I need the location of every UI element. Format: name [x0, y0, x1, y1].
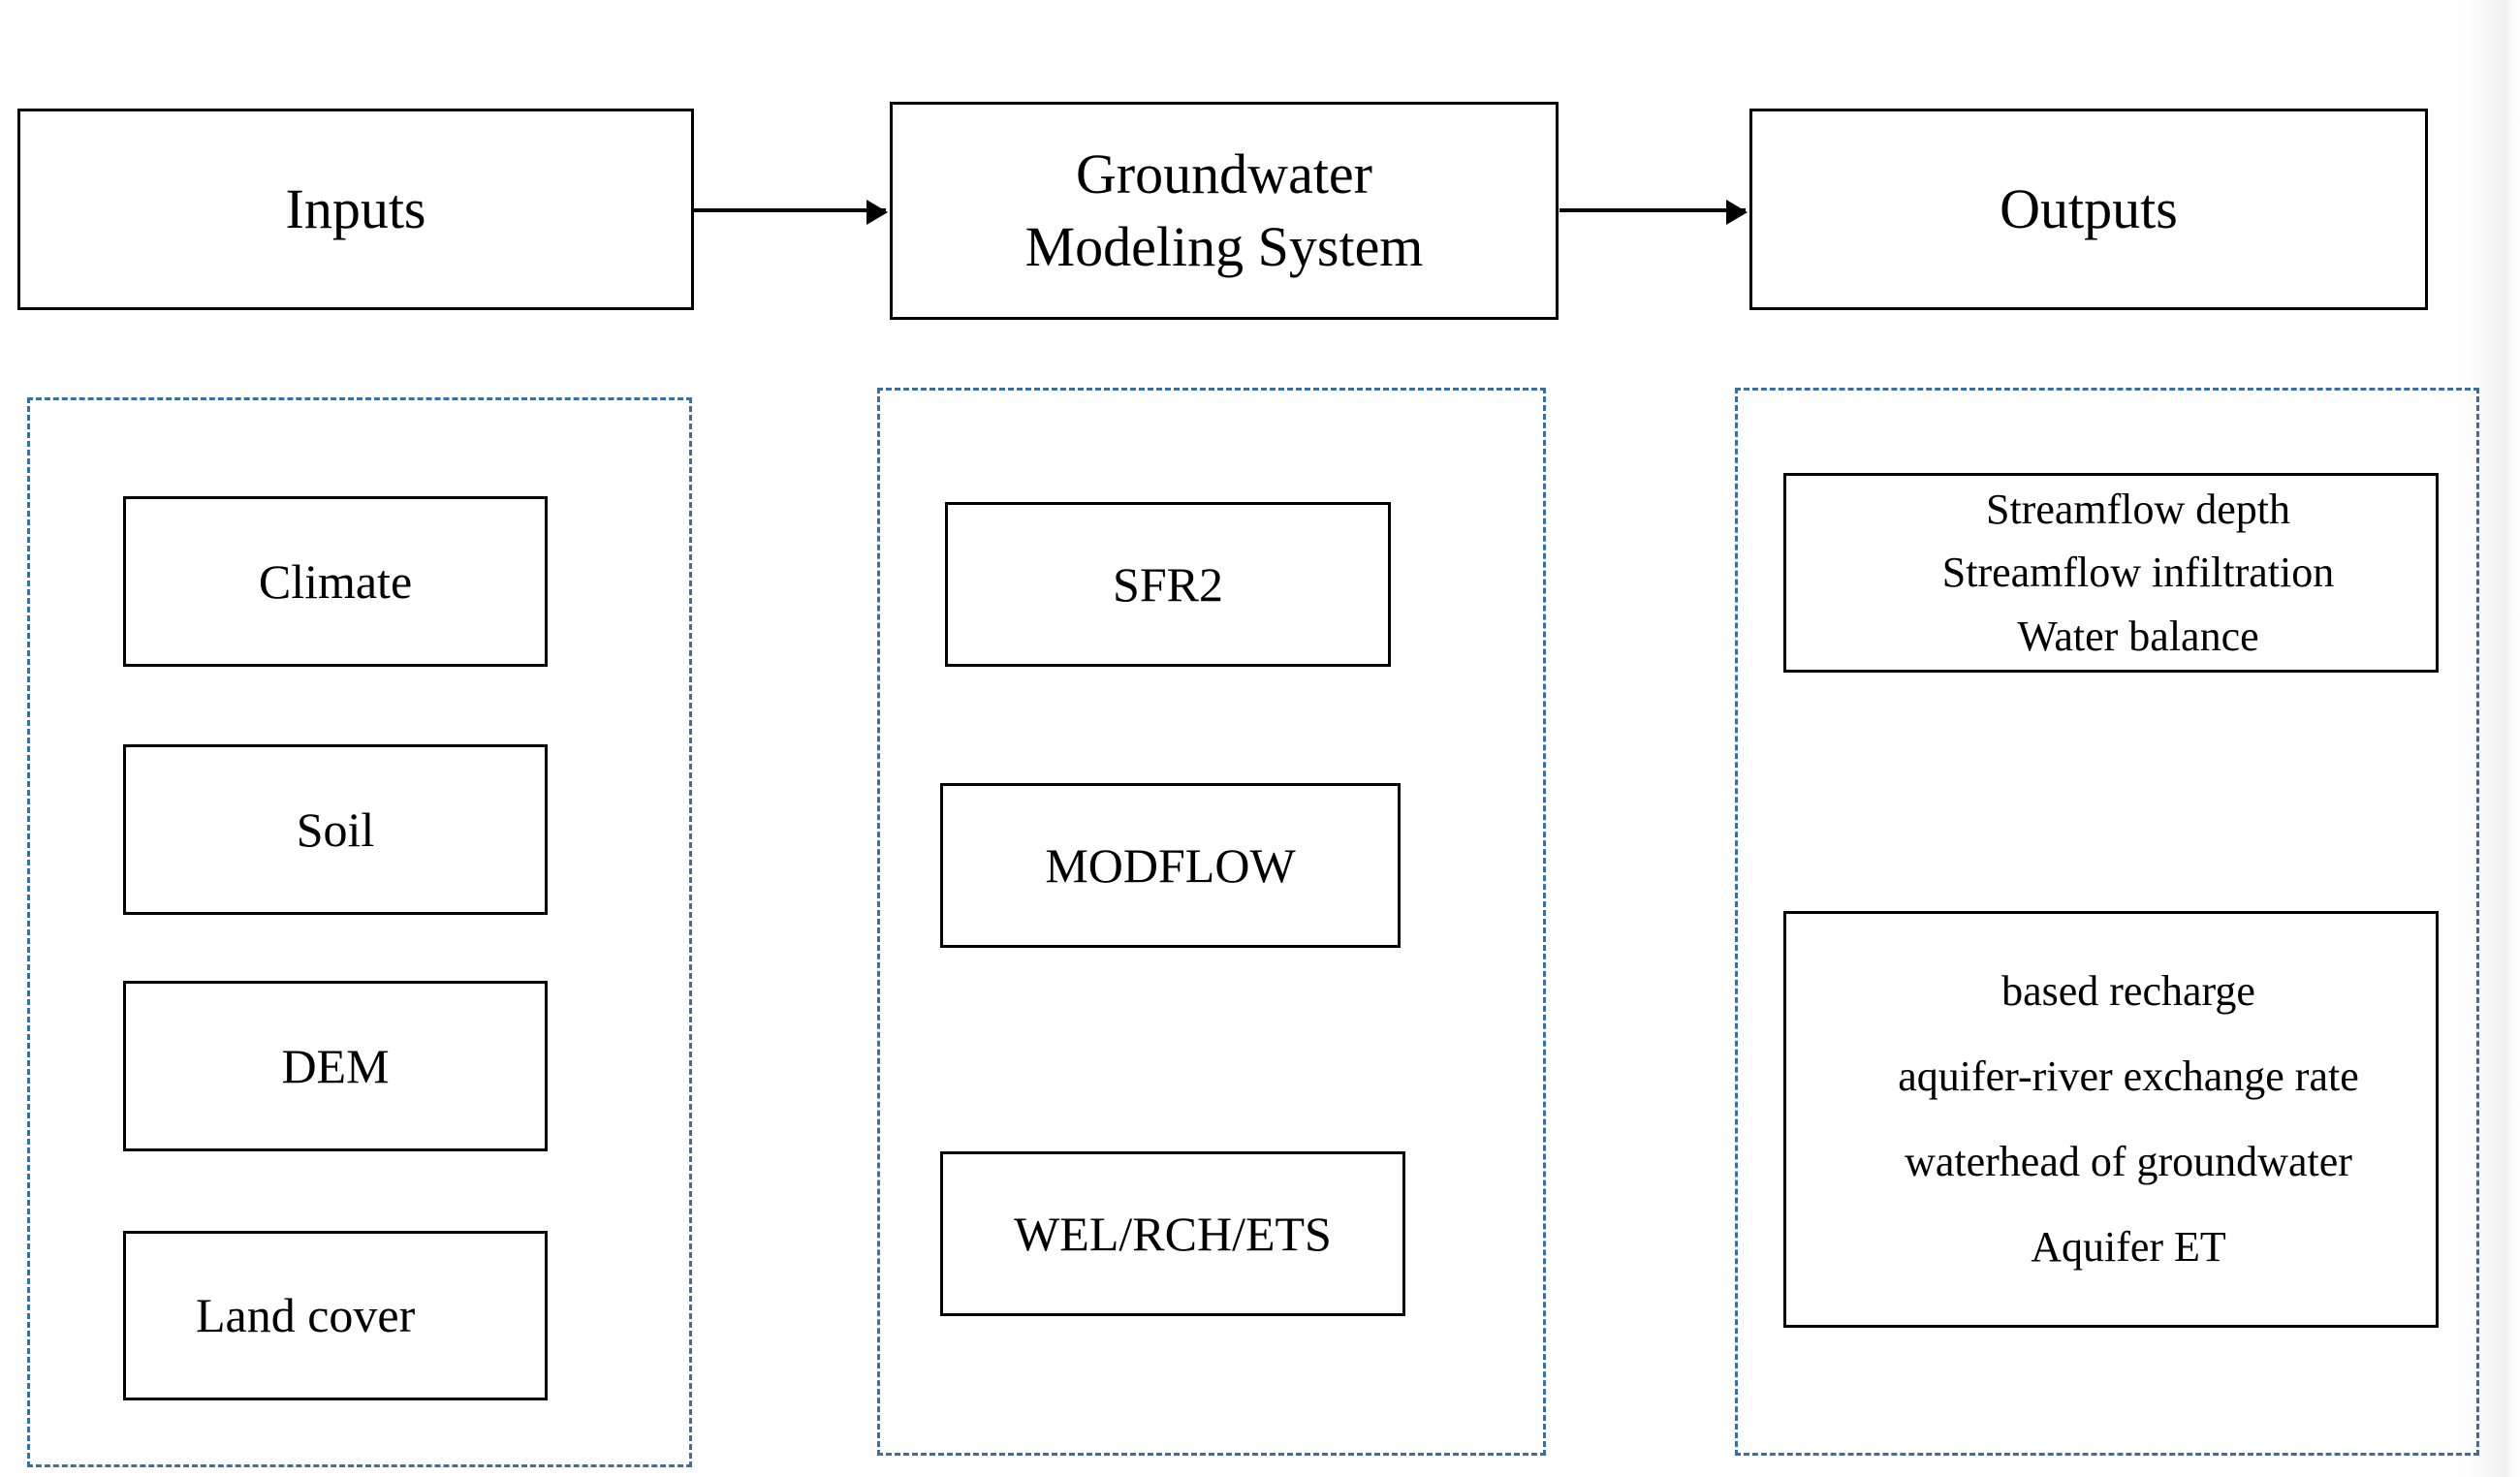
- list-item: Aquifer ET: [2031, 1223, 2226, 1271]
- arrow-inputs-to-system: [694, 200, 888, 225]
- page-edge-highlight: [2504, 0, 2520, 1477]
- group-outputs-container: [1735, 388, 2479, 1456]
- node-dem-label: DEM: [281, 1038, 390, 1093]
- group-inputs-container: [27, 397, 692, 1467]
- outputs-box-streamflow[interactable]: Streamflow depth Streamflow infiltration…: [1783, 473, 2439, 673]
- outputs-list-streamflow: Streamflow depth Streamflow infiltration…: [1786, 476, 2436, 670]
- node-land-cover-label: Land cover: [196, 1288, 416, 1342]
- node-modflow-label: MODFLOW: [1045, 837, 1296, 893]
- node-land-cover[interactable]: Land cover: [123, 1231, 548, 1400]
- list-item: waterhead of groundwater: [1905, 1138, 2352, 1185]
- node-system-label-line1: Groundwater: [1075, 142, 1372, 206]
- node-system-label-line2: Modeling System: [1024, 214, 1424, 278]
- node-climate[interactable]: Climate: [123, 496, 548, 667]
- node-outputs-label: Outputs: [2000, 176, 2178, 240]
- arrow-system-to-outputs: [1559, 200, 1748, 225]
- node-sfr2[interactable]: SFR2: [945, 502, 1391, 667]
- list-item: aquifer-river exchange rate: [1898, 1053, 2359, 1100]
- list-item: Water balance: [2017, 612, 2259, 660]
- list-item: based recharge: [2001, 967, 2255, 1015]
- node-soil-label: Soil: [296, 801, 375, 857]
- node-climate-label: Climate: [258, 553, 413, 609]
- node-outputs[interactable]: Outputs: [1749, 109, 2428, 310]
- group-system-container: [877, 388, 1546, 1456]
- node-wel-rch-ets-label: WEL/RCH/ETS: [1014, 1206, 1332, 1261]
- node-soil[interactable]: Soil: [123, 744, 548, 915]
- list-item: Streamflow infiltration: [1941, 549, 2335, 597]
- node-groundwater-modeling-system[interactable]: Groundwater Modeling System: [890, 102, 1559, 320]
- node-dem[interactable]: DEM: [123, 981, 548, 1151]
- arrowhead-icon: [866, 200, 888, 225]
- list-item: Streamflow depth: [1985, 486, 2291, 534]
- node-sfr2-label: SFR2: [1113, 556, 1223, 612]
- node-wel-rch-ets[interactable]: WEL/RCH/ETS: [940, 1151, 1405, 1316]
- arrowhead-icon: [1726, 200, 1748, 225]
- outputs-list-aquifer: based recharge aquifer-river exchange ra…: [1786, 914, 2436, 1325]
- node-modflow[interactable]: MODFLOW: [940, 783, 1401, 948]
- node-inputs[interactable]: Inputs: [17, 109, 694, 310]
- outputs-box-aquifer[interactable]: based recharge aquifer-river exchange ra…: [1783, 911, 2439, 1328]
- node-inputs-label: Inputs: [285, 176, 426, 240]
